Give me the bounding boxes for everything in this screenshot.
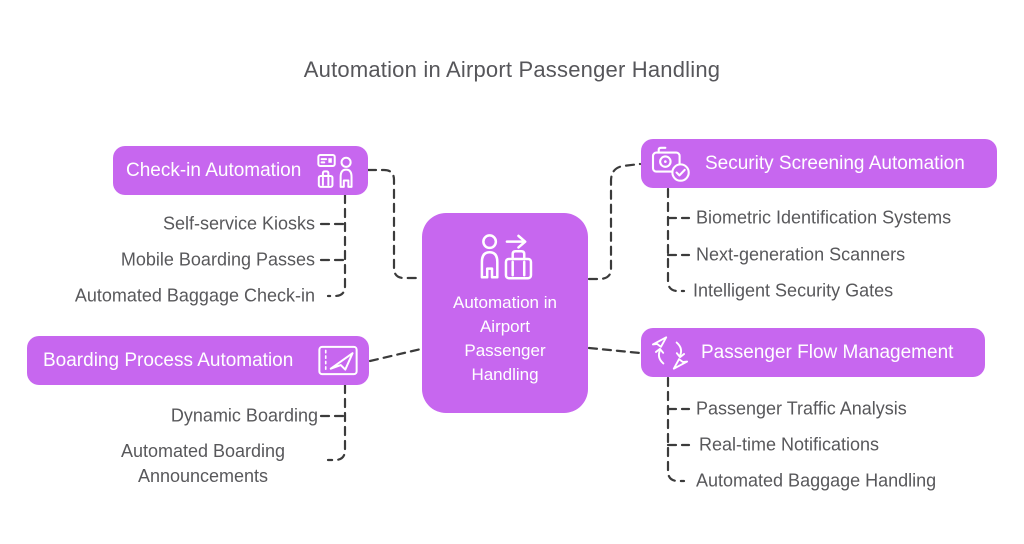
connector-checkin-trunk [326,193,347,298]
sub-item-next-generation-scanners: Next-generation Scanners [696,244,906,265]
branch-box-flow: Passenger Flow Management [641,328,985,377]
boarding-pass-plane-icon [318,345,358,376]
sub-item-realtime-notifications: Real-time Notifications [699,434,880,455]
sub-item-self-service-kiosks: Self-service Kiosks [162,213,315,234]
passenger-with-luggage-icon [480,234,533,280]
center-node-label: Automation in Airport Passenger Handling [453,293,557,384]
connector-checkin-center [366,168,423,280]
page-title: Automation in Airport Passenger Handling [303,57,721,82]
sub-item-dynamic-boarding: Dynamic Boarding [170,405,318,426]
checkin-kiosk-icon [317,154,353,188]
sub-item-automated-baggage-checkin: Automated Baggage Check-in [74,285,315,306]
sub-item-mobile-boarding-passes: Mobile Boarding Passes [120,249,315,270]
camera-check-icon [651,146,690,182]
branch-label-security: Security Screening Automation [705,152,965,174]
connector-boarding-trunk [326,383,347,462]
branch-box-security: Security Screening Automation [641,139,997,188]
center-node: Automation in Airport Passenger Handling [422,213,588,413]
sub-item-intelligent-security-gates: Intelligent Security Gates [693,280,894,301]
connector-center-flow [587,346,642,355]
plane-transfer-icon [651,335,689,370]
branch-box-boarding: Boarding Process Automation [27,336,369,385]
connector-boarding-center [368,347,423,363]
connector-center-security [587,162,642,281]
sub-item-biometric-identification: Biometric Identification Systems [696,207,952,228]
branch-label-flow: Passenger Flow Management [701,341,954,363]
branch-box-check-in: Check-in Automation [113,146,368,195]
connector-security-trunk [666,187,686,293]
sub-item-passenger-traffic-analysis: Passenger Traffic Analysis [696,398,907,419]
sub-item-automated-baggage-handling: Automated Baggage Handling [696,470,937,491]
branch-label-check-in: Check-in Automation [126,159,302,181]
connector-flow-trunk [666,376,686,483]
branch-label-boarding: Boarding Process Automation [43,349,294,371]
sub-item-automated-boarding-announcements: Automated Boarding Announcements [120,441,286,486]
